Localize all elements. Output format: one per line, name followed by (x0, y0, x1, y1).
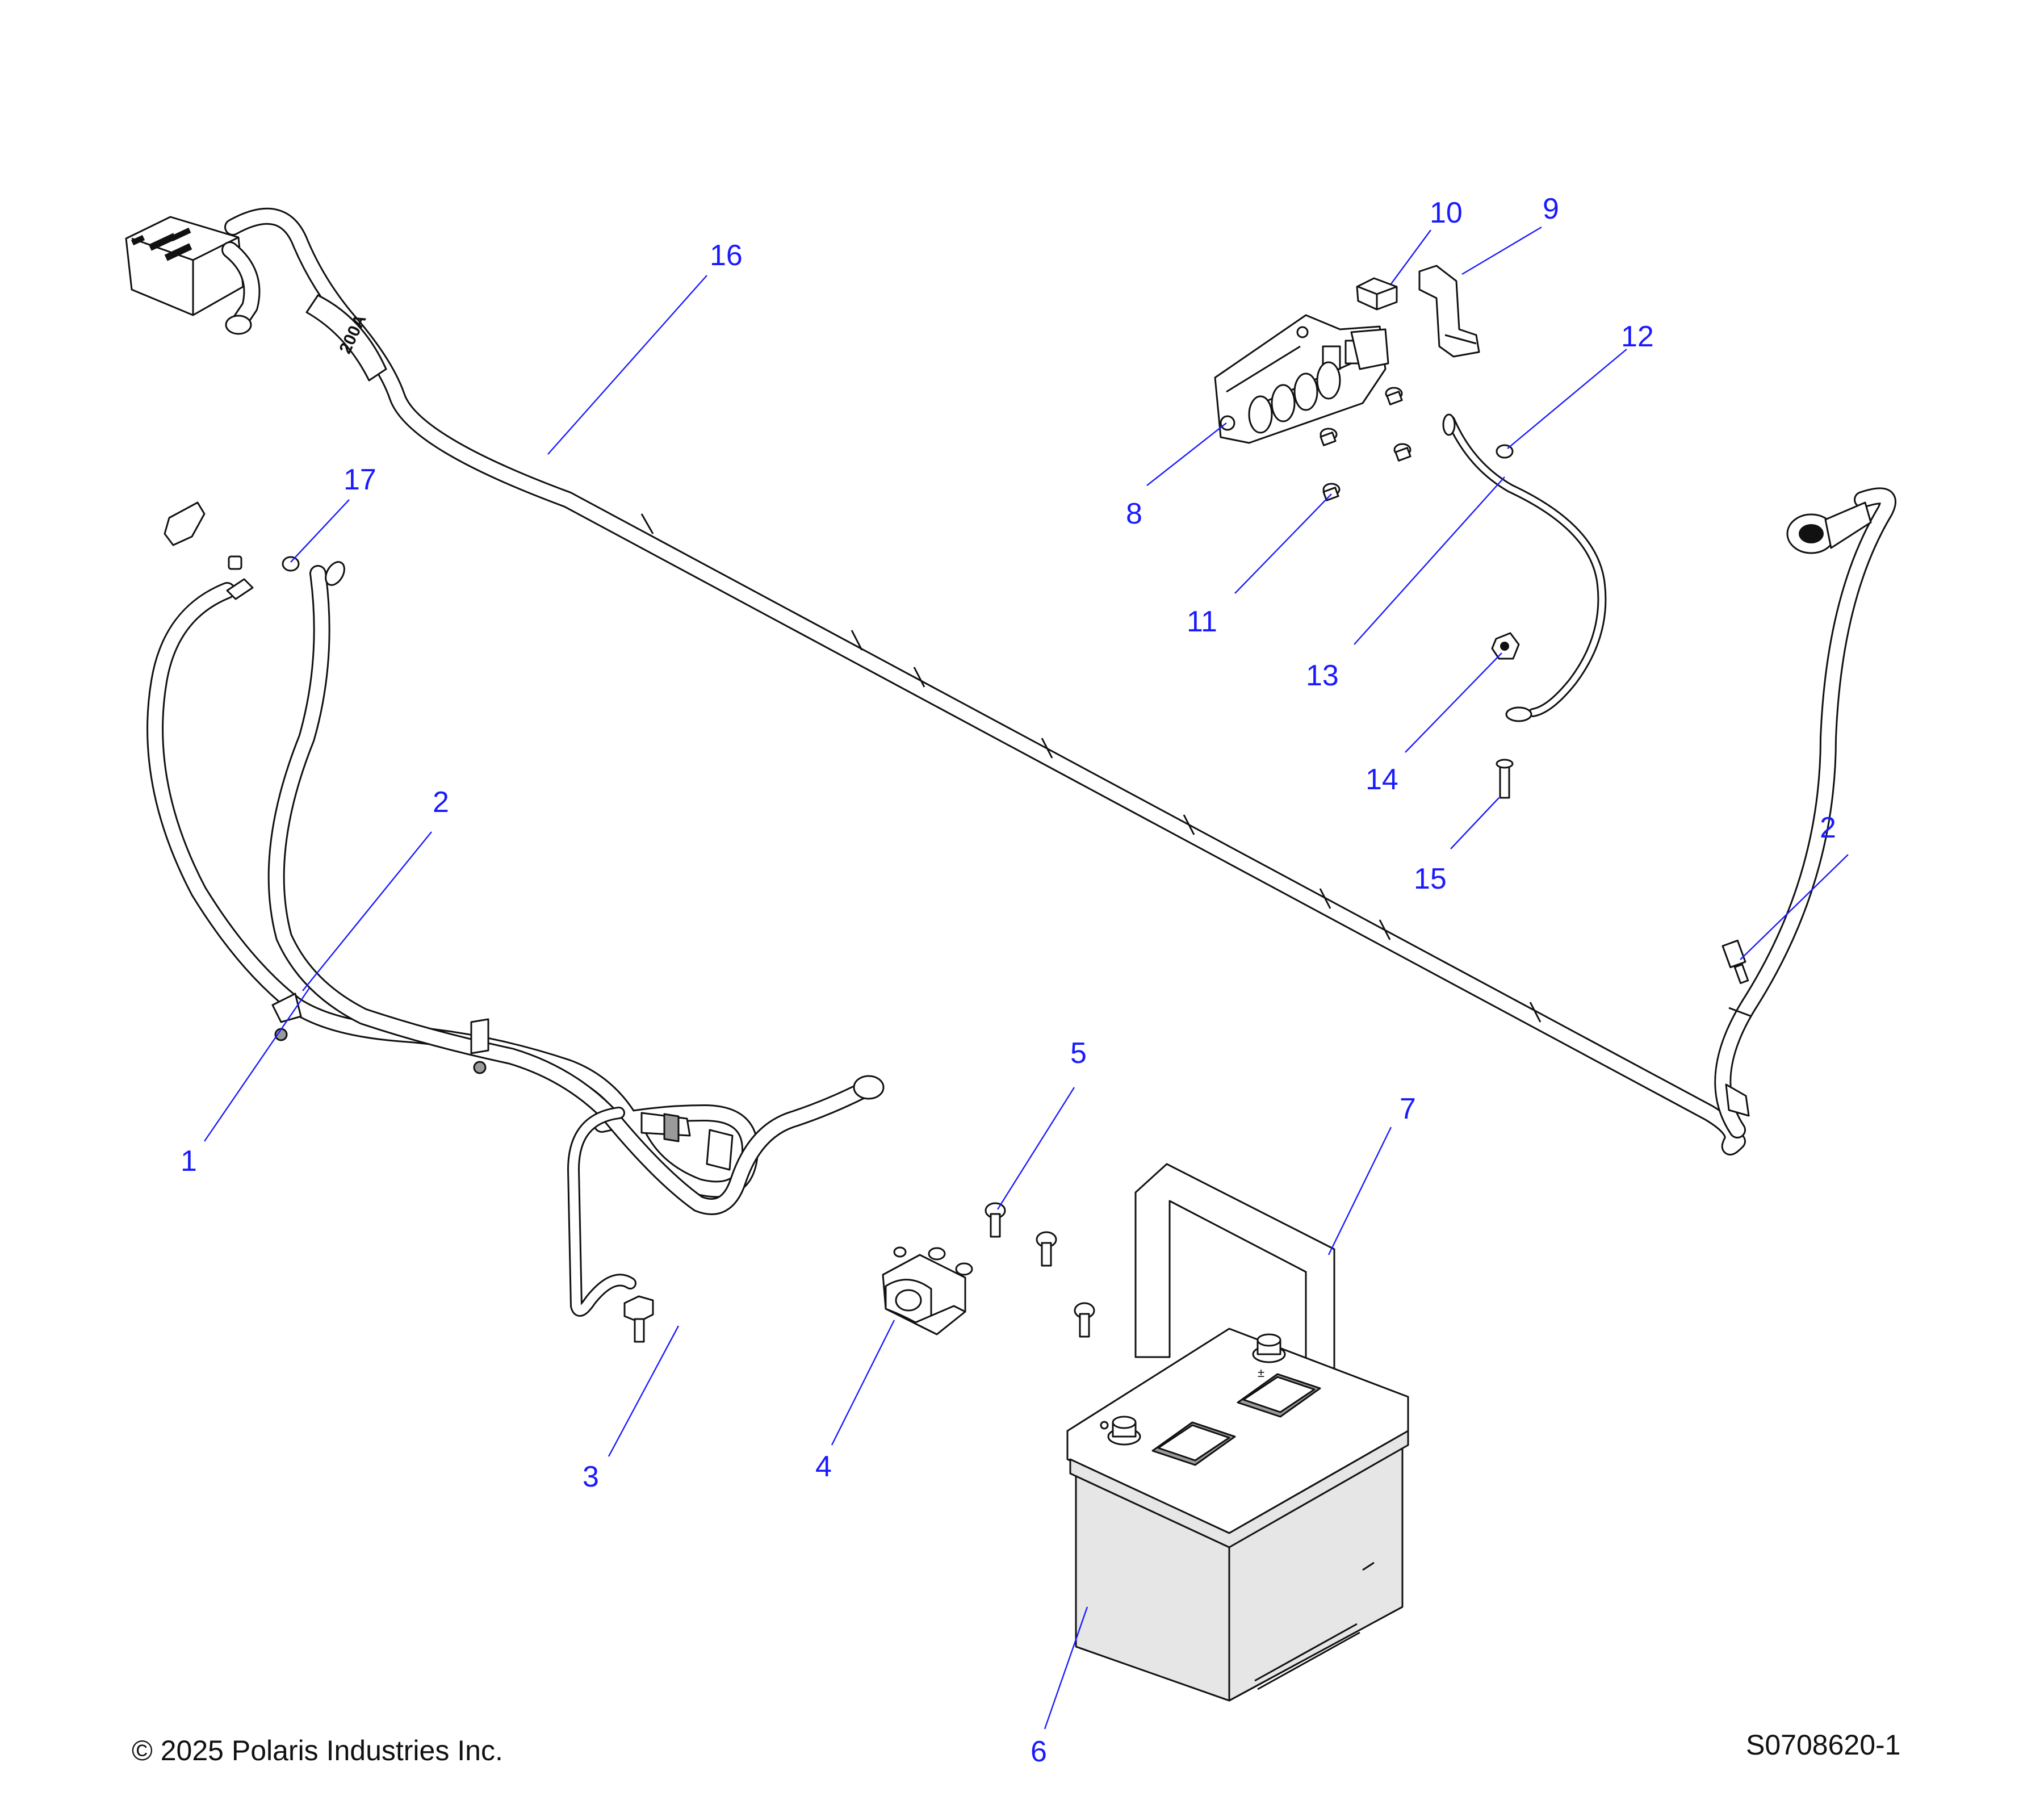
callout-2-left: 2 (433, 786, 449, 819)
callout-7: 7 (1400, 1092, 1416, 1125)
callout-9: 9 (1543, 192, 1559, 225)
drawing-number: S0708620-1 (1746, 1729, 1900, 1761)
callout-3: 3 (583, 1460, 599, 1493)
callout-16: 16 (710, 239, 743, 272)
cable-clip (1725, 1083, 1750, 1117)
relay-socket (1293, 372, 1318, 411)
battery: ± (1066, 1328, 1409, 1702)
leader-lines (204, 226, 1849, 1730)
set-screw (228, 555, 242, 570)
callout-8: 8 (1126, 497, 1142, 530)
solenoid-bolts (985, 1202, 1095, 1338)
terminal-cover (164, 501, 206, 546)
relay-socket (1248, 395, 1273, 434)
stud (1499, 763, 1510, 799)
ground-cable (1442, 413, 1607, 722)
cable-tie (271, 993, 302, 1023)
cable-tie (470, 1018, 489, 1054)
callout-17: 17 (344, 463, 376, 496)
callout-13: 13 (1306, 659, 1339, 692)
terminal-hardware (164, 501, 300, 572)
callout-11: 11 (1187, 605, 1217, 638)
callout-1: 1 (181, 1145, 197, 1178)
ground-bolt (623, 1295, 654, 1343)
callout-4: 4 (815, 1450, 832, 1483)
relay-socket (1316, 361, 1341, 400)
bolt-clip (1722, 939, 1746, 969)
nut (282, 556, 300, 572)
callout-5: 5 (1070, 1037, 1087, 1070)
callout-15: 15 (1414, 863, 1447, 895)
inline-fuse-sleeve (305, 294, 387, 382)
callout-12: 12 (1621, 320, 1654, 353)
callout-10: 10 (1430, 196, 1463, 229)
cable-end-cap (225, 315, 252, 335)
main-battery-cable: 200A (125, 207, 1896, 1155)
battery-terminal-mark: ± (1258, 1366, 1264, 1380)
callout-6: 6 (1031, 1735, 1047, 1768)
copyright-notice: © 2025 Polaris Industries Inc. (132, 1735, 503, 1766)
starter-solenoid (882, 1246, 973, 1335)
fuse-relay-box (1214, 265, 1514, 501)
relay-socket (1271, 384, 1296, 422)
negative-battery-cable (146, 561, 885, 1317)
ground-hardware (1491, 632, 1749, 984)
callout-numbers: 16 2 2 1 3 4 5 6 7 8 9 10 11 12 13 14 15… (181, 192, 1836, 1768)
relay-bracket (1418, 265, 1480, 358)
mounting-screws (1320, 387, 1411, 501)
callout-2-right: 2 (1820, 811, 1836, 844)
callout-14: 14 (1366, 763, 1398, 796)
